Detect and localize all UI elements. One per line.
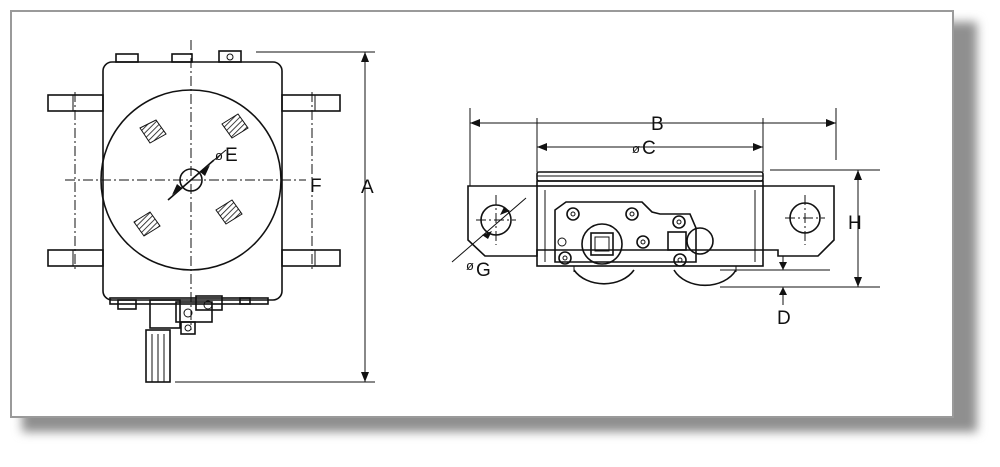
dim-d bbox=[720, 256, 830, 305]
dim-a bbox=[175, 51, 375, 383]
side-roller bbox=[686, 227, 714, 255]
friction-pads bbox=[133, 113, 249, 237]
dia-symbol-c: ø bbox=[632, 141, 640, 156]
drive-housing bbox=[149, 299, 181, 329]
label-h: H bbox=[848, 213, 862, 234]
inner-plate bbox=[554, 201, 697, 263]
side-body bbox=[536, 185, 764, 267]
wheel-left bbox=[573, 269, 635, 285]
drive-socket bbox=[581, 223, 623, 265]
wheel-right bbox=[673, 269, 737, 287]
dim-b bbox=[469, 108, 837, 186]
label-f: F bbox=[310, 176, 322, 197]
dim-h bbox=[720, 169, 880, 288]
stub-bottom-right bbox=[281, 249, 341, 267]
dia-symbol-g: ø bbox=[466, 258, 474, 273]
side-view bbox=[467, 171, 835, 287]
label-d: D bbox=[777, 308, 791, 329]
label-a: A bbox=[361, 177, 374, 198]
label-b: B bbox=[651, 114, 664, 135]
label-e: E bbox=[225, 145, 238, 166]
stub-top-right bbox=[281, 94, 341, 112]
label-g: G bbox=[476, 260, 491, 281]
label-c: C bbox=[642, 138, 656, 159]
front-body bbox=[102, 61, 283, 301]
front-view bbox=[47, 40, 341, 383]
top-bolt-mid bbox=[171, 53, 193, 63]
dia-symbol-e: ø bbox=[215, 148, 223, 163]
dim-g bbox=[451, 197, 527, 263]
dim-e-leader bbox=[167, 159, 215, 201]
top-bolt-left bbox=[115, 53, 139, 63]
base-plate bbox=[467, 180, 835, 257]
dim-c bbox=[536, 118, 764, 172]
